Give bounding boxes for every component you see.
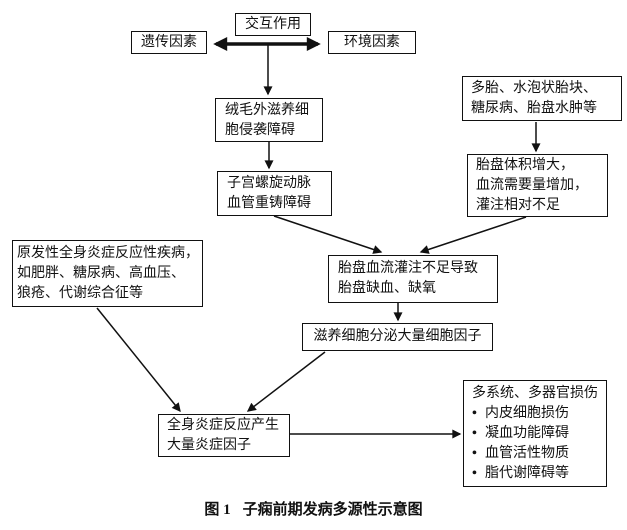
bullet-icon [472,464,485,484]
node-primary-inflammatory-disease: 原发性全身炎症反应性疾病， 如肥胖、糖尿病、高血压、 狼疮、代谢综合征等 [12,240,203,307]
node-risk-factors: 多胎、水泡状胎块、 糖尿病、胎盘水肿等 [462,76,622,121]
damage-bullet2-text: 凝血功能障碍 [485,426,569,441]
damage-bullet-item: 血管活性物质 [472,444,598,464]
node-spiral-line2: 血管重铸障碍 [227,196,311,211]
node-risk-line2: 糖尿病、胎盘水肿等 [471,101,597,116]
damage-bullet-item: 凝血功能障碍 [472,424,598,444]
node-perfusion-line1: 胎盘血流灌注不足导致 [338,261,478,276]
node-trophoblast-invasion-disorder: 绒毛外滋养细 胞侵袭障碍 [215,98,323,142]
node-perfusion-line2: 胎盘缺血、缺氧 [338,281,436,296]
node-spiral-line1: 子宫螺旋动脉 [227,176,311,191]
node-inflammation-line1: 全身炎症反应产生 [167,418,279,433]
bullet-icon [472,424,485,444]
damage-bullet-item: 脂代谢障碍等 [472,464,598,484]
node-genetic-factors: 遗传因素 [131,31,207,54]
node-interaction: 交互作用 [235,13,311,36]
node-risk-line1: 多胎、水泡状胎块、 [471,81,597,96]
damage-title: 多系统、多器官损伤 [472,386,598,401]
node-placenta-volume-increase: 胎盘体积增大， 血流需要量增加， 灌注相对不足 [467,154,608,217]
node-volume-line2: 血流需要量增加， [476,178,588,193]
damage-bullet1-text: 内皮细胞损伤 [485,406,569,421]
arrow-primary-to-inflammation [96,307,181,413]
node-invasion-line1: 绒毛外滋养细 [225,103,309,118]
node-cytokines-text: 滋养细胞分泌大量细胞因子 [313,329,482,344]
node-systemic-inflammation: 全身炎症反应产生 大量炎症因子 [158,414,290,457]
node-primary-line2: 如肥胖、糖尿病、高血压、 [17,266,185,281]
damage-bullet3-text: 血管活性物质 [485,446,569,461]
node-inflammation-line2: 大量炎症因子 [167,438,251,453]
node-multi-organ-damage: 多系统、多器官损伤 内皮细胞损伤 凝血功能障碍 血管活性物质 脂代谢障碍等 [463,380,607,487]
bullet-icon [472,444,485,464]
node-trophoblast-cytokines: 滋养细胞分泌大量细胞因子 [302,323,493,351]
bullet-icon [472,404,485,424]
node-environmental-factors: 环境因素 [328,31,416,54]
figure-caption: 图 1 子痫前期发病多源性示意图 [0,498,627,519]
damage-bullet-item: 内皮细胞损伤 [472,404,598,424]
node-spiral-artery-remodeling-disorder: 子宫螺旋动脉 血管重铸障碍 [217,171,332,216]
node-primary-line3: 狼疮、代谢综合征等 [17,286,143,301]
caption-label: 图 1 [204,502,231,518]
node-environment-text: 环境因素 [344,34,400,50]
node-placental-perfusion-insufficiency: 胎盘血流灌注不足导致 胎盘缺血、缺氧 [328,255,498,303]
arrow-spiral-to-perfusion [273,215,383,254]
arrow-cytokines-to-inflammation [246,351,326,412]
node-volume-line1: 胎盘体积增大， [476,158,574,173]
node-volume-line3: 灌注相对不足 [476,198,560,213]
node-primary-line1: 原发性全身炎症反应性疾病， [17,246,199,261]
damage-bullet4-text: 脂代谢障碍等 [485,466,569,481]
caption-text: 子痫前期发病多源性示意图 [242,502,423,518]
node-genetic-text: 遗传因素 [141,34,197,50]
node-invasion-line2: 胞侵袭障碍 [225,123,295,138]
node-interaction-text: 交互作用 [245,16,301,32]
arrow-volume-to-perfusion [419,216,527,254]
